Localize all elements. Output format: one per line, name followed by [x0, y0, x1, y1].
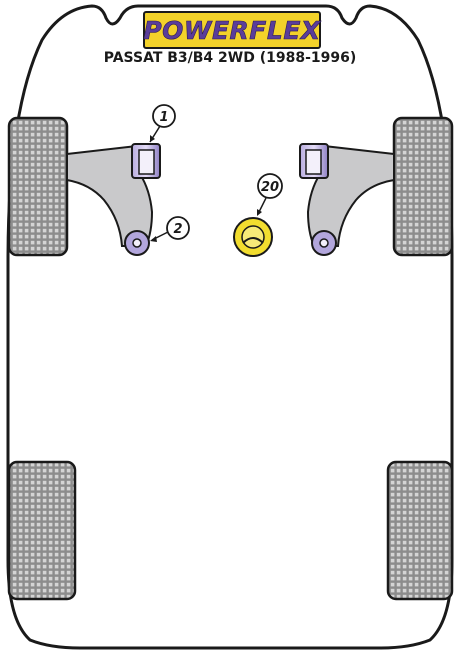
right-rear-arm-bush [311, 230, 337, 256]
engine-mount [233, 217, 273, 257]
callout-1-label: 1 [159, 110, 168, 125]
callout-2-label: 2 [173, 222, 182, 237]
front-right-tire [392, 116, 454, 257]
logo-text: POWERFLEX [143, 15, 321, 45]
left-front-bush [131, 143, 161, 179]
right-front-bush [299, 143, 329, 179]
model-title: PASSAT B3/B4 2WD (1988-1996) [103, 50, 357, 66]
callout-1: 1 [149, 104, 176, 143]
front-left-tire [7, 116, 69, 257]
left-rear-arm-bush [124, 230, 150, 256]
callout-20: 20 [257, 173, 283, 216]
rear-left-tire [7, 460, 77, 601]
rear-right-tire [386, 460, 454, 601]
powerflex-logo: POWERFLEX [143, 11, 321, 49]
callout-20-label: 20 [261, 180, 279, 195]
callout-2: 2 [150, 216, 190, 242]
